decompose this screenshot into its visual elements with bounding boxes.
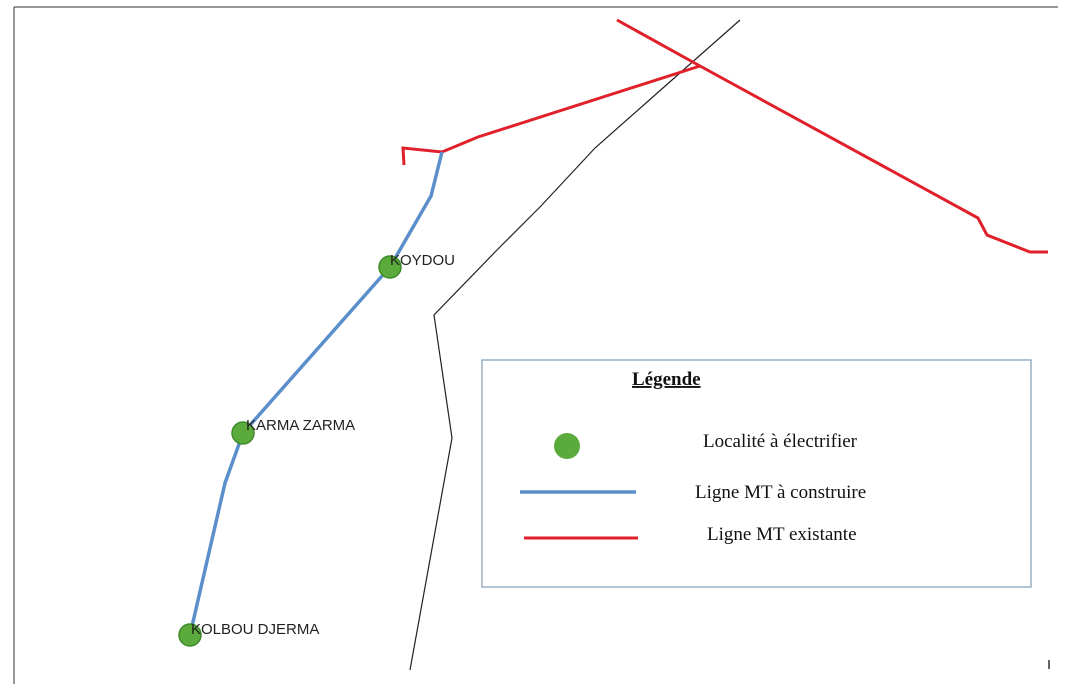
existing-mt-line [616,18,1048,254]
locality-label-kolbou-djerma: KOLBOU DJERMA [191,621,319,638]
mt-line-to-build [188,151,444,636]
legend-label-built-line: Ligne MT à construire [695,482,866,503]
locality-label-koydou: KOYDOU [390,252,455,269]
locality-dot-karma-zarma [231,421,255,445]
existing-mt-line-branch [401,64,701,166]
locality-dot-kolbou-djerma [178,623,202,647]
locality-dot-koydou [378,255,402,279]
locality-label-karma-zarma: KARMA ZARMA [246,417,355,434]
legend-box [481,359,1032,588]
legend-title: Légende [632,369,701,390]
legend-label-existing-line: Ligne MT existante [707,524,857,545]
legend: Légende Localité à électrifier Ligne MT … [481,359,1032,588]
legend-label-locality: Localité à électrifier [703,431,858,452]
locality-dot-icon [554,433,580,459]
boundary-line [409,19,741,671]
